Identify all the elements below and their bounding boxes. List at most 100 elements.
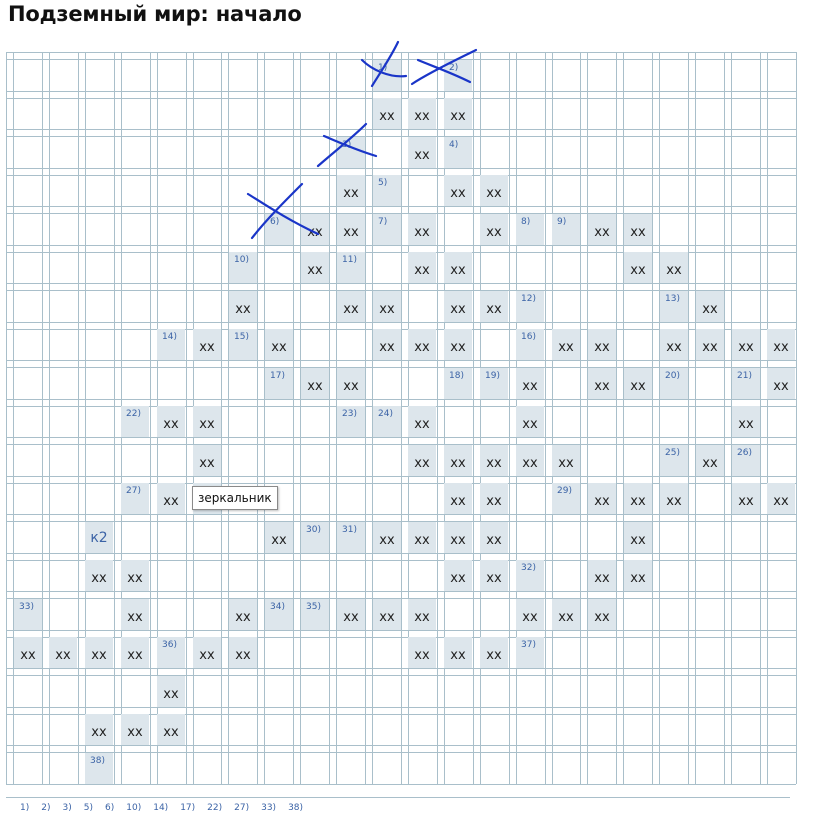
grid-cell-clue-number[interactable]: 20) — [660, 368, 688, 399]
grid-cell-filled[interactable]: xx — [480, 175, 508, 206]
grid-cell-filled[interactable]: xx — [408, 445, 436, 476]
grid-cell-filled[interactable]: xx — [408, 214, 436, 245]
grid-cell-filled[interactable]: xx — [408, 522, 436, 553]
grid-cell-filled[interactable]: xx — [588, 599, 616, 630]
grid-cell-clue-number[interactable]: 3) — [337, 137, 365, 168]
clue-link[interactable]: 17) — [180, 803, 196, 813]
grid-cell-clue-number[interactable]: 7) — [373, 214, 401, 245]
clue-link[interactable]: 22) — [207, 803, 223, 813]
grid-cell-filled[interactable]: xx — [337, 368, 365, 399]
grid-cell-filled[interactable]: xx — [373, 291, 401, 322]
grid-cell-clue-number[interactable]: 10) — [229, 252, 257, 283]
grid-cell-clue-number[interactable]: 33) — [14, 599, 42, 630]
grid-cell-filled[interactable]: xx — [732, 329, 760, 360]
grid-cell-clue-number[interactable]: 26) — [732, 445, 760, 476]
grid-cell-filled[interactable]: xx — [193, 329, 221, 360]
grid-cell-filled[interactable]: xx — [624, 522, 652, 553]
grid-cell-clue-number[interactable]: 8) — [516, 214, 544, 245]
grid-cell-clue-number[interactable]: 18) — [444, 368, 472, 399]
grid-cell-filled[interactable]: xx — [193, 406, 221, 437]
grid-cell-filled[interactable]: xx — [767, 329, 795, 360]
grid-cell-filled[interactable]: xx — [588, 368, 616, 399]
clue-link[interactable]: 2) — [41, 803, 51, 813]
grid-cell-clue-number[interactable]: 1) — [373, 60, 401, 91]
grid-cell-clue-number[interactable]: 15) — [229, 329, 257, 360]
grid-cell-filled[interactable]: xx — [660, 483, 688, 514]
grid-cell-filled[interactable]: xx — [516, 445, 544, 476]
grid-cell-clue-number[interactable]: 2) — [444, 60, 472, 91]
grid-cell-filled[interactable]: xx — [301, 214, 329, 245]
grid-cell-filled[interactable]: xx — [696, 329, 724, 360]
grid-cell-filled[interactable]: xx — [516, 368, 544, 399]
grid-cell-filled[interactable]: xx — [193, 637, 221, 668]
grid-cell-clue-number[interactable]: 38) — [85, 753, 113, 784]
grid-cell-clue-number[interactable]: 24) — [373, 406, 401, 437]
grid-cell-filled[interactable]: xx — [265, 522, 293, 553]
clue-link[interactable]: 14) — [153, 803, 169, 813]
grid-cell-filled[interactable]: xx — [624, 483, 652, 514]
grid-cell-clue-number[interactable]: 21) — [732, 368, 760, 399]
grid-cell-filled[interactable]: xx — [373, 98, 401, 129]
grid-cell-filled[interactable]: xx — [121, 560, 149, 591]
grid-cell-filled[interactable]: xx — [408, 98, 436, 129]
grid-cell-filled[interactable]: xx — [767, 368, 795, 399]
grid-cell-filled[interactable]: xx — [157, 714, 185, 745]
grid-cell-filled[interactable]: xx — [157, 676, 185, 707]
grid-cell-filled[interactable]: xx — [373, 599, 401, 630]
grid-cell-filled[interactable]: xx — [696, 445, 724, 476]
clue-link[interactable]: 1) — [20, 803, 30, 813]
grid-cell-clue-number[interactable]: 16) — [516, 329, 544, 360]
grid-cell-filled[interactable]: xx — [229, 291, 257, 322]
grid-cell-filled[interactable]: xx — [480, 445, 508, 476]
grid-cell-filled[interactable]: xx — [552, 329, 580, 360]
grid-cell-clue-number[interactable]: 12) — [516, 291, 544, 322]
grid-cell-filled[interactable]: xx — [444, 560, 472, 591]
grid-cell-clue-number[interactable]: 6) — [265, 214, 293, 245]
grid-cell-clue-number[interactable]: 36) — [157, 637, 185, 668]
grid-cell-filled[interactable]: xx — [444, 522, 472, 553]
grid-cell-filled[interactable]: xx — [732, 483, 760, 514]
clue-link[interactable]: 3) — [62, 803, 72, 813]
grid-cell-filled[interactable]: xx — [480, 560, 508, 591]
grid-cell-filled[interactable]: xx — [337, 291, 365, 322]
grid-cell-filled[interactable]: xx — [624, 368, 652, 399]
grid-cell-filled[interactable]: xx — [660, 329, 688, 360]
grid-cell-clue-number[interactable]: 27) — [121, 483, 149, 514]
grid-cell-filled[interactable]: xx — [85, 637, 113, 668]
grid-cell-clue-number[interactable]: 11) — [337, 252, 365, 283]
grid-cell-filled[interactable]: xx — [408, 406, 436, 437]
grid-cell-filled[interactable]: xx — [624, 560, 652, 591]
clue-link[interactable]: 10) — [126, 803, 142, 813]
grid-cell-filled[interactable]: xx — [229, 637, 257, 668]
grid-cell-filled[interactable]: xx — [408, 252, 436, 283]
clue-link[interactable]: 5) — [83, 803, 93, 813]
grid-cell-clue-number[interactable]: 17) — [265, 368, 293, 399]
grid-cell-filled[interactable]: xx — [193, 445, 221, 476]
grid-cell-filled[interactable]: xx — [157, 483, 185, 514]
grid-cell-filled[interactable]: xx — [301, 368, 329, 399]
grid-cell-filled[interactable]: xx — [373, 522, 401, 553]
clue-link[interactable]: 33) — [261, 803, 277, 813]
clue-link[interactable]: 27) — [234, 803, 250, 813]
grid-cell-filled[interactable]: xx — [480, 483, 508, 514]
grid-cell-clue-number[interactable]: 14) — [157, 329, 185, 360]
grid-cell-clue-number[interactable]: 34) — [265, 599, 293, 630]
grid-cell-filled[interactable]: xx — [121, 637, 149, 668]
grid-cell-filled[interactable]: xx — [732, 406, 760, 437]
grid-cell-filled[interactable]: xx — [444, 483, 472, 514]
grid-cell-filled[interactable]: xx — [588, 329, 616, 360]
clue-link[interactable]: 38) — [288, 803, 304, 813]
grid-cell-filled[interactable]: xx — [301, 252, 329, 283]
grid-cell-key[interactable]: к2 — [85, 522, 113, 553]
grid-cell-filled[interactable]: xx — [660, 252, 688, 283]
grid-cell-filled[interactable]: xx — [480, 522, 508, 553]
grid-cell-filled[interactable]: xx — [337, 214, 365, 245]
grid-cell-filled[interactable]: xx — [516, 599, 544, 630]
clue-link[interactable]: 6) — [105, 803, 115, 813]
grid-cell-filled[interactable]: xx — [85, 714, 113, 745]
grid-cell-filled[interactable]: xx — [552, 599, 580, 630]
grid-cell-filled[interactable]: xx — [588, 214, 616, 245]
grid-cell-filled[interactable]: xx — [157, 406, 185, 437]
grid-cell-filled[interactable]: xx — [767, 483, 795, 514]
grid-cell-filled[interactable]: xx — [229, 599, 257, 630]
